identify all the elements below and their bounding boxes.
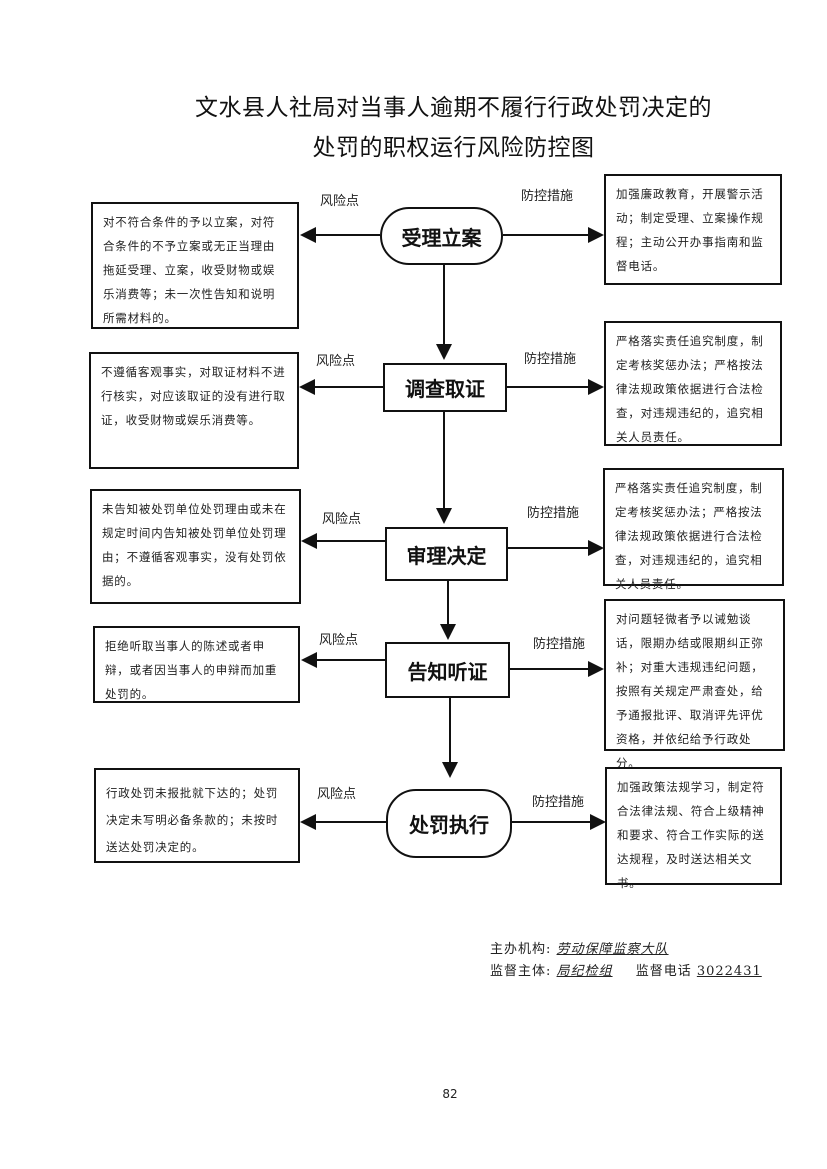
control-label-4: 防控措施 [533, 637, 586, 652]
control-box-2: 严格落实责任追究制度，制定考核奖惩办法；严格按法律法规政策依据进行合法检查，对违… [604, 321, 782, 446]
risk-box-3: 未告知被处罚单位处罚理由或未在规定时间内告知被处罚单位处罚理由；不遵循客观事实，… [90, 489, 301, 604]
supervisor-line: 监督主体: 局纪检组 监督电话 3022431 [490, 960, 762, 979]
risk-label-3: 风险点 [322, 512, 362, 527]
page-title-line2: 处罚的职权运行风险防控图 [312, 135, 595, 161]
supervisor-value: 局纪检组 [556, 964, 613, 979]
step-accept-case: 受理立案 [380, 207, 503, 265]
host-org-label: 主办机构: [490, 942, 552, 957]
host-org-line: 主办机构: 劳动保障监察大队 [490, 938, 742, 957]
supervisor-label: 监督主体: [490, 964, 552, 979]
control-box-4: 对问题轻微者予以诫勉谈话，限期办结或限期纠正弥补；对重大违规违纪问题，按照有关规… [604, 599, 785, 770]
risk-label-1: 风险点 [320, 194, 360, 209]
control-box-1: 加强廉政教育，开展警示活动；制定受理、立案操作规程；主动公开办事指南和监督电话。 [604, 174, 782, 285]
page-title-line1: 文水县人社局对当事人逾期不履行行政处罚决定的 [195, 95, 712, 121]
control-box-3: 严格落实责任追究制度，制定考核奖惩办法；严格按法律法规政策依据进行合法检查，对违… [603, 468, 784, 591]
step-notify-hearing: 告知听证 [385, 642, 510, 698]
risk-box-5: 行政处罚未报批就下达的；处罚决定未写明必备条款的；未按时送达处罚决定的。 [94, 768, 300, 863]
risk-box-1: 对不符合条件的予以立案，对符合条件的不予立案或无正当理由拖延受理、立案，收受财物… [91, 202, 299, 329]
risk-label-2: 风险点 [316, 354, 356, 369]
control-label-5: 防控措施 [532, 795, 585, 810]
phone-label: 监督电话 [635, 964, 692, 979]
control-label-1: 防控措施 [521, 189, 574, 204]
step-review-decision: 审理决定 [385, 527, 508, 581]
page-number: 82 [442, 1087, 458, 1101]
phone-value: 3022431 [696, 964, 762, 979]
host-org-value: 劳动保障监察大队 [556, 942, 669, 957]
risk-label-4: 风险点 [319, 633, 359, 648]
control-label-2: 防控措施 [524, 352, 577, 367]
control-label-3: 防控措施 [527, 506, 580, 521]
risk-label-5: 风险点 [317, 787, 357, 802]
control-box-5: 加强政策法规学习，制定符合法律法规、符合上级精神和要求、符合工作实际的送达规程，… [605, 767, 782, 890]
step-investigation: 调查取证 [383, 363, 507, 412]
risk-box-2: 不遵循客观事实，对取证材料不进行核实，对应该取证的没有进行取证，收受财物或娱乐消… [89, 352, 299, 469]
step-execute-penalty: 处罚执行 [386, 789, 512, 858]
risk-box-4: 拒绝听取当事人的陈述或者申辩，或者因当事人的申辩而加重处罚的。 [93, 626, 300, 703]
